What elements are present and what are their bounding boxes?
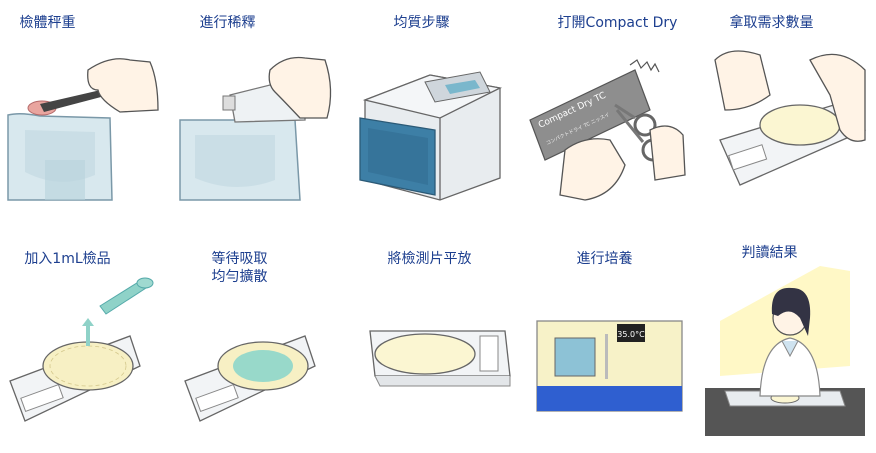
place-flat-illustration bbox=[369, 330, 511, 387]
step-incubate: 進行培養 35.0°C bbox=[525, 226, 700, 452]
open-packet-illustration: Compact Dry TC コンパクトドライ TC ニッスイ bbox=[529, 59, 686, 201]
step-wait-absorb-spread: 等待吸取 均勻擴散 bbox=[175, 226, 350, 452]
step-read-results: 判讀結果 bbox=[700, 226, 875, 452]
add-sample-illustration bbox=[9, 277, 154, 422]
step-take-required-quantity: 拿取需求數量 bbox=[700, 0, 875, 226]
stomacher-illustration bbox=[359, 71, 503, 201]
step-weigh-sample: 檢體秤重 bbox=[0, 0, 175, 226]
step-label: 均質步驟 bbox=[393, 15, 450, 31]
step-dilute: 進行稀釋 bbox=[175, 0, 350, 226]
spread-illustration bbox=[184, 335, 316, 422]
take-plate-illustration bbox=[714, 50, 866, 186]
step-label: 進行稀釋 bbox=[199, 15, 256, 31]
incubator-temperature: 35.0°C bbox=[617, 330, 645, 339]
step-label: 加入1mL檢品 bbox=[24, 251, 111, 267]
dilute-illustration bbox=[179, 56, 332, 201]
weigh-sample-illustration bbox=[7, 58, 159, 201]
step-label: 打開Compact Dry bbox=[557, 15, 678, 31]
step-add-sample: 加入1mL檢品 bbox=[0, 226, 175, 452]
read-results-illustration bbox=[705, 266, 865, 436]
incubator-illustration: 35.0°C bbox=[536, 320, 683, 412]
step-label: 將檢測片平放 bbox=[387, 251, 472, 267]
step-place-flat: 將檢測片平放 bbox=[350, 226, 525, 452]
step-label: 判讀結果 bbox=[741, 245, 798, 261]
step-label: 等待吸取 均勻擴散 bbox=[211, 251, 268, 285]
step-homogenize: 均質步驟 bbox=[350, 0, 525, 226]
step-label: 檢體秤重 bbox=[19, 15, 76, 31]
step-label: 進行培養 bbox=[576, 251, 633, 267]
step-open-compact-dry: 打開Compact Dry Compact Dry TC コンパクトドライ TC… bbox=[525, 0, 700, 226]
step-label: 拿取需求數量 bbox=[729, 15, 814, 31]
